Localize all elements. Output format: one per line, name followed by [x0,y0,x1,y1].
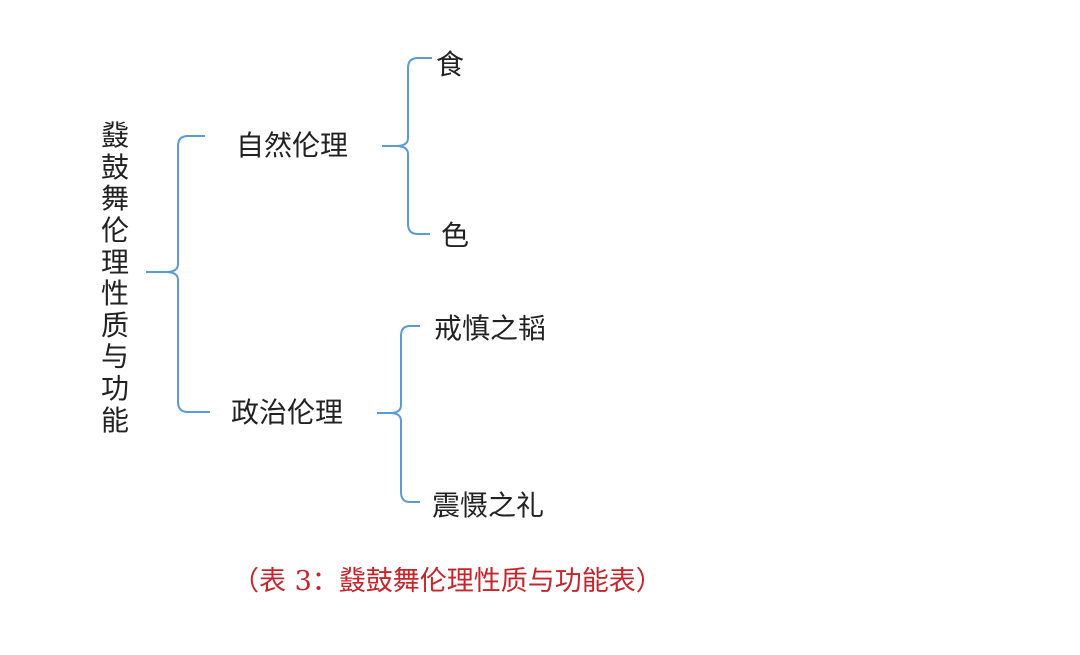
branch-label-political-ethics: 政治伦理 [231,396,344,429]
branch-label-natural-ethics: 自然伦理 [236,129,349,162]
leaf-label-deterrence-ritual: 震慑之礼 [432,489,545,522]
leaf-label-caution-strategy: 戒慎之韬 [434,312,547,345]
root-label: 鼗鼓舞伦理性质与功能 [100,119,129,437]
leaf-label-food: 食 [436,48,465,81]
root-bracket [146,135,210,413]
leaf-label-lust: 色 [441,219,470,252]
figure-caption: （表 3：鼗鼓舞伦理性质与功能表） [232,566,663,597]
political-ethics-bracket [377,325,420,503]
natural-ethics-bracket [382,57,432,235]
